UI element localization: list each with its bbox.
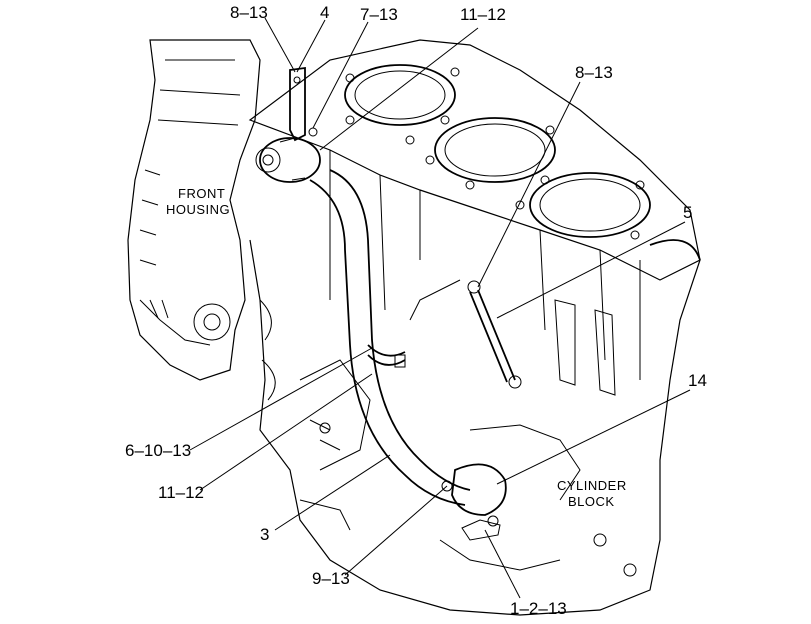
callout-14: 14 (688, 371, 707, 390)
leader-lines (189, 17, 691, 599)
callout-11-12-top: 11–12 (460, 5, 506, 24)
support-rod (409, 279, 522, 389)
callout-3: 3 (260, 525, 269, 544)
callout-1-2-13: 1–2–13 (510, 599, 567, 618)
cylinder-block-deck (248, 39, 701, 281)
callout-7-13: 7–13 (360, 5, 398, 24)
callout-8-13-right: 8–13 (575, 63, 613, 82)
callout-11-12-bottom: 11–12 (158, 483, 204, 502)
callout-8-13-top: 8–13 (230, 3, 268, 22)
cylinder-block-label-line2: BLOCK (568, 494, 615, 509)
callout-6-10-13: 6–10–13 (125, 441, 191, 460)
lower-bolt (461, 515, 501, 541)
callout-9-13: 9–13 (312, 569, 350, 588)
callout-5: 5 (683, 203, 692, 222)
cylinder-block-label-line1: CYLINDER (557, 478, 627, 493)
tube-assembly (255, 137, 507, 516)
front-housing-label-line1: FRONT (178, 186, 225, 201)
bracket (289, 66, 318, 142)
front-housing-label-line2: HOUSING (166, 202, 230, 217)
cylinder-block-side (249, 150, 701, 616)
front-housing (127, 39, 261, 381)
callout-4: 4 (320, 3, 329, 22)
